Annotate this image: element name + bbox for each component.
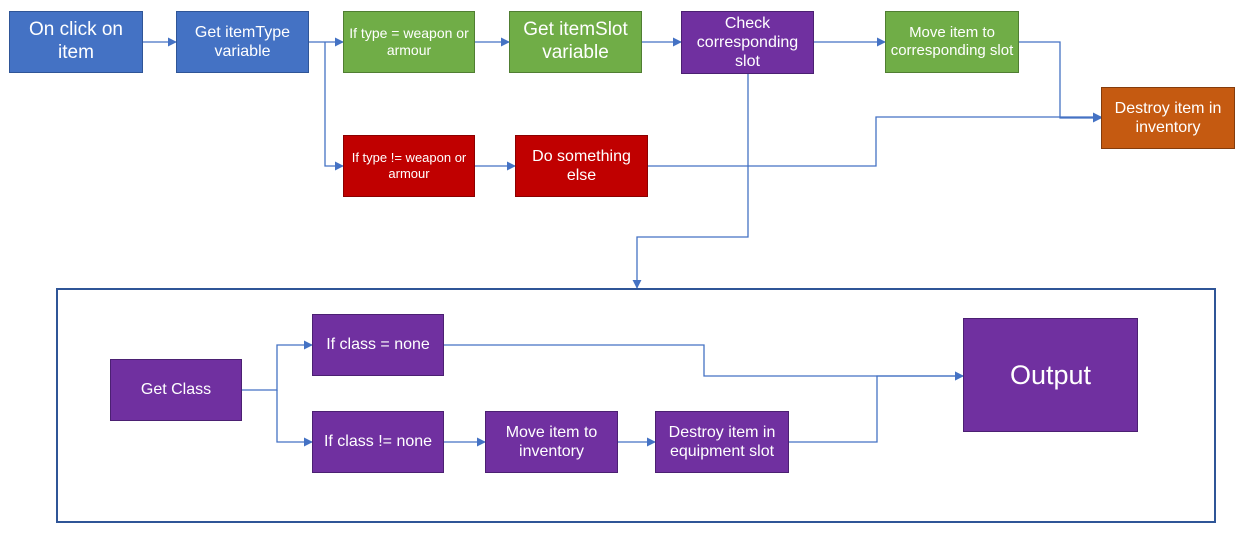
arrow-move-to-destroy: [1019, 41, 1102, 123]
destroy-in-equipment-node: Destroy item in equipment slot: [655, 411, 789, 473]
if-weapon-armour-node: If type = weapon or armour: [343, 11, 475, 73]
get-itemslot-node: Get itemSlot variable: [509, 11, 642, 73]
arrow-itemtype-to-if-not-type: [324, 42, 344, 171]
if-class-none-node: If class = none: [312, 314, 444, 376]
class-check-group-frame: [56, 288, 1216, 523]
output-node: Output: [963, 318, 1138, 432]
move-to-inventory-node: Move item to inventory: [485, 411, 618, 473]
if-not-weapon-armour-node: If type != weapon or armour: [343, 135, 475, 197]
move-to-slot-node: Move item to corresponding slot: [885, 11, 1019, 73]
get-itemtype-node: Get itemType variable: [176, 11, 309, 73]
arrow-something-else-to-destroy: [648, 112, 1102, 167]
if-class-not-none-node: If class != none: [312, 411, 444, 473]
arrow-none-to-output: [444, 344, 964, 381]
do-something-else-node: Do something else: [515, 135, 648, 197]
on-click-node: On click on item: [9, 11, 143, 73]
destroy-in-inventory-node: Destroy item in inventory: [1101, 87, 1235, 149]
check-slot-node: Check corresponding slot: [681, 11, 814, 74]
arrow-destroy-equip-to-output: [789, 371, 964, 443]
get-class-node: Get Class: [110, 359, 242, 421]
arrow-getclass-to-none: [242, 340, 313, 391]
arrow-getclass-to-not-none: [276, 390, 313, 447]
arrow-check-to-group: [632, 74, 749, 289]
